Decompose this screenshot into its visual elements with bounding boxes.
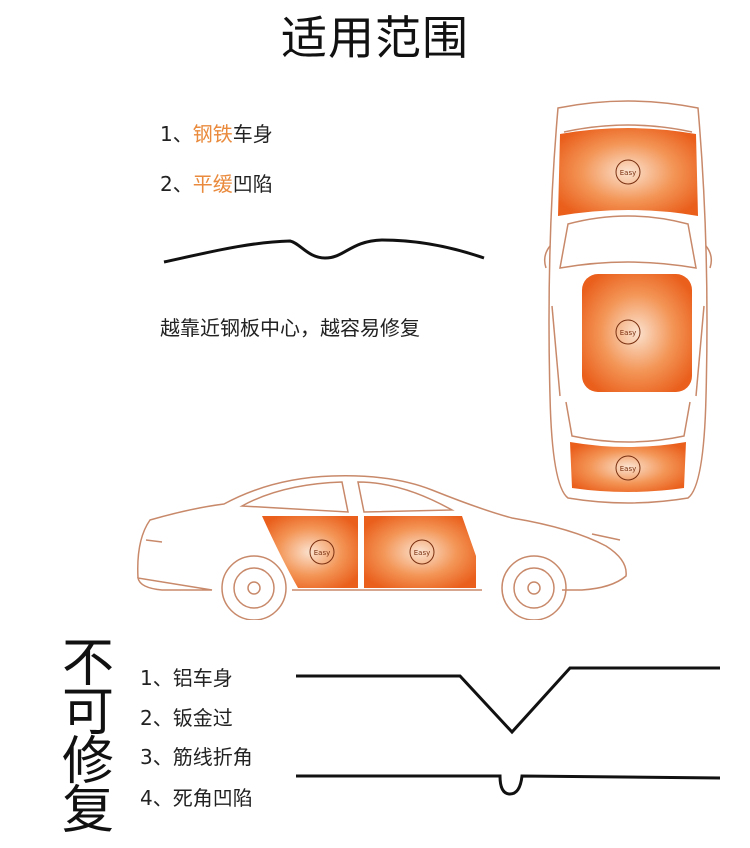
repair-note: 越靠近钢板中心，越容易修复	[160, 316, 420, 340]
easy-badge: Easy	[615, 319, 641, 345]
not-repairable-item: 2、钣金过	[140, 706, 233, 730]
not-repairable-item: 4、死角凹陷	[140, 786, 253, 810]
easy-badge: Easy	[615, 159, 641, 185]
zone-rear-door	[364, 516, 476, 588]
zone-roof	[582, 274, 692, 392]
item-rest: 车身	[232, 122, 273, 146]
gentle-dent-profile	[163, 238, 485, 264]
svg-text:Easy: Easy	[620, 329, 637, 337]
easy-badge: Easy	[409, 539, 435, 565]
svg-text:Easy: Easy	[414, 549, 431, 557]
item-number: 1、	[160, 122, 193, 146]
zone-trunk	[570, 442, 686, 492]
corner-dent-profile	[296, 774, 721, 796]
item-highlight: 钢铁	[192, 122, 233, 146]
sharp-fold-profile	[296, 666, 720, 735]
not-repairable-heading: 不可修复	[61, 634, 114, 841]
item-number: 2、	[160, 172, 193, 196]
not-repairable-item: 3、筋线折角	[140, 745, 253, 769]
applicable-item-gentle-dent: 2、平缓凹陷	[160, 168, 273, 197]
easy-badge: Easy	[309, 539, 335, 565]
zone-hood	[558, 128, 698, 216]
easy-badge: Easy	[615, 455, 641, 481]
page-title: 适用范围	[281, 11, 469, 65]
svg-text:Easy: Easy	[620, 465, 637, 473]
applicable-item-steel-body: 1、钢铁车身	[160, 118, 273, 147]
item-rest: 凹陷	[232, 172, 273, 196]
svg-text:Easy: Easy	[314, 549, 331, 557]
car-side-view: Easy Easy	[137, 475, 627, 620]
car-top-view: Easy Easy Easy	[543, 100, 713, 504]
not-repairable-item: 1、铝车身	[140, 666, 233, 690]
svg-text:Easy: Easy	[620, 169, 637, 177]
item-highlight: 平缓	[192, 172, 233, 196]
